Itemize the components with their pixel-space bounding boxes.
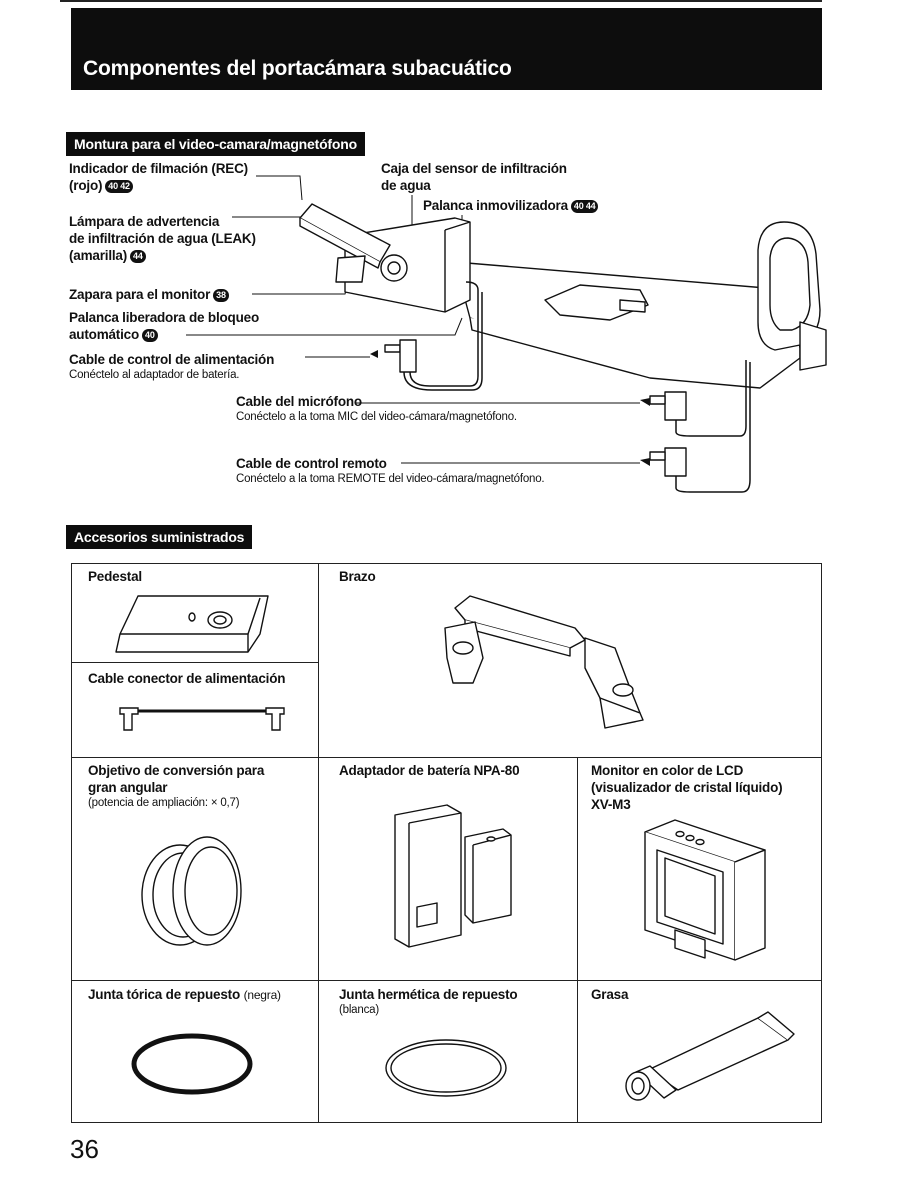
wide-lens-illustration xyxy=(141,836,242,946)
item-seal-label: Junta hermética de repuesto (blanca) xyxy=(339,987,518,1016)
label-mic-cable: Cable del micrófono Conéctelo a la toma … xyxy=(236,394,517,423)
ref-badge: 44 xyxy=(130,250,146,263)
item-wide-lens-label: Objetivo de conversión para gran angular… xyxy=(88,763,265,809)
item-oring-label: Junta tórica de repuesto (negra) xyxy=(88,987,281,1002)
page-title: Componentes del portacámara subacuático xyxy=(83,57,512,80)
item-pedestal-label: Pedestal xyxy=(88,569,142,584)
item-battery-adaptor-label: Adaptador de batería NPA-80 xyxy=(339,763,520,778)
ref-badge: 40 44 xyxy=(570,200,599,213)
label-rec-indicator: Indicador de filmación (REC) (rojo)40 42 xyxy=(69,161,248,193)
label-lock-release: Palanca liberadora de bloqueo automático… xyxy=(69,310,260,342)
item-lcd-monitor-label: Monitor en color de LCD (visualizador de… xyxy=(591,763,783,812)
page-number: 36 xyxy=(70,1134,99,1164)
pedestal-illustration xyxy=(115,595,269,653)
top-rule xyxy=(60,0,822,2)
mount-illustration xyxy=(186,175,827,493)
title-banner: Componentes del portacámara subacuático xyxy=(71,8,822,90)
item-power-connector-label: Cable conector de alimentación xyxy=(88,671,286,686)
seal-illustration xyxy=(385,1039,507,1097)
label-remote-cable: Cable de control remoto Conéctelo a la t… xyxy=(236,456,545,485)
item-grease-label: Grasa xyxy=(591,987,629,1002)
ref-badge: 40 xyxy=(142,329,158,342)
label-power-cable: Cable de control de alimentación Conécte… xyxy=(69,352,275,381)
power-connector-cable-illustration xyxy=(119,707,285,731)
ref-badge: 40 42 xyxy=(105,180,133,193)
item-arm-label: Brazo xyxy=(339,569,376,584)
grease-tube-illustration xyxy=(625,1011,795,1101)
ref-badge: 38 xyxy=(213,289,229,302)
label-leak-sensor: Caja del sensor de infiltración de agua xyxy=(381,161,567,193)
label-leak-lamp: Lámpara de advertencia de infiltración d… xyxy=(69,214,256,263)
section-heading-mount: Montura para el video-camara/magnetófono xyxy=(66,132,365,156)
lcd-monitor-illustration xyxy=(644,819,766,961)
battery-adaptor-illustration xyxy=(394,804,512,948)
oring-illustration xyxy=(131,1033,253,1095)
arm-illustration xyxy=(444,595,644,729)
section-heading-accessories: Accesorios suministrados xyxy=(66,525,253,549)
